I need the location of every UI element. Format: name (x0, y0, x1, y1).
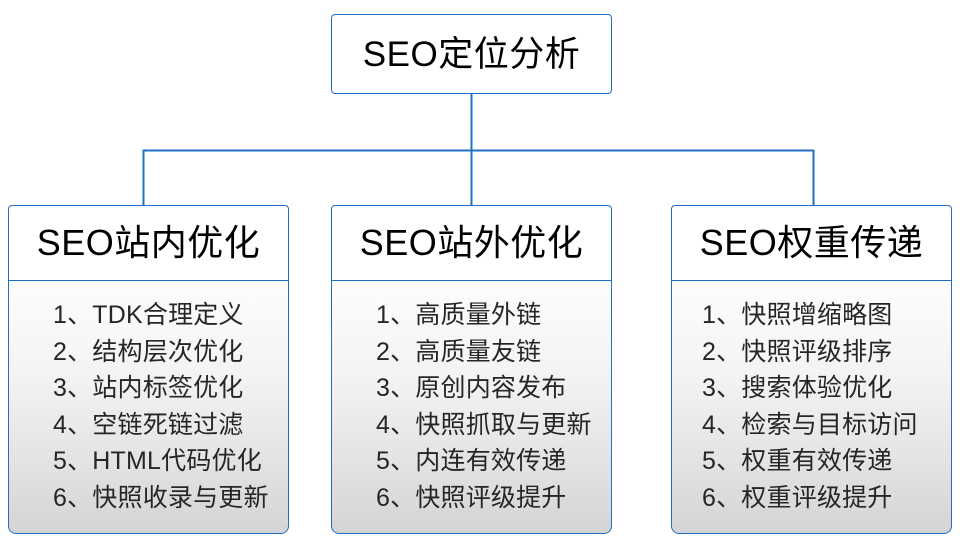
list-item: 3、站内标签优化 (53, 374, 244, 402)
list-item: 3、原创内容发布 (376, 374, 567, 402)
list-item: 4、空链死链过滤 (53, 410, 244, 439)
branch-header-3[interactable]: SEO权重传递 (671, 205, 952, 281)
branch-body-2: 1、高质量外链 2、高质量友链 3、原创内容发布 4、快照抓取与更新 5、内连有… (331, 281, 612, 534)
branch-node-1[interactable]: SEO站内优化 1、TDK合理定义 2、结构层次优化 3、站内标签优化 4、空链… (8, 205, 289, 534)
branch-header-1[interactable]: SEO站内优化 (8, 205, 289, 281)
list-item: 4、检索与目标访问 (702, 410, 918, 439)
branch-header-label-2: SEO站外优化 (359, 222, 584, 263)
list-item: 5、内连有效传递 (376, 447, 567, 475)
branch-node-3[interactable]: SEO权重传递 1、快照增缩略图 2、快照评级排序 3、搜索体验优化 4、检索与… (671, 205, 952, 534)
list-item: 2、快照评级排序 (702, 337, 893, 366)
branch-body-3: 1、快照增缩略图 2、快照评级排序 3、搜索体验优化 4、检索与目标访问 5、权… (671, 281, 952, 534)
list-item: 6、快照收录与更新 (53, 483, 269, 512)
list-item: 2、高质量友链 (376, 337, 542, 366)
list-item: 5、HTML代码优化 (53, 447, 262, 475)
list-item: 2、结构层次优化 (53, 337, 244, 366)
list-item: 6、权重评级提升 (702, 483, 893, 512)
branch-node-2[interactable]: SEO站外优化 1、高质量外链 2、高质量友链 3、原创内容发布 4、快照抓取与… (331, 205, 612, 534)
branch-body-1: 1、TDK合理定义 2、结构层次优化 3、站内标签优化 4、空链死链过滤 5、H… (8, 281, 289, 534)
list-item: 1、高质量外链 (376, 301, 542, 329)
list-item: 3、搜索体验优化 (702, 374, 893, 402)
list-item: 6、快照评级提升 (376, 483, 567, 512)
list-item: 5、权重有效传递 (702, 447, 893, 475)
branch-header-label-3: SEO权重传递 (699, 222, 924, 263)
root-node-label: SEO定位分析 (362, 34, 581, 74)
branch-header-2[interactable]: SEO站外优化 (331, 205, 612, 281)
root-node[interactable]: SEO定位分析 (331, 14, 612, 94)
list-item: 1、TDK合理定义 (53, 301, 244, 329)
branch-header-label-1: SEO站内优化 (36, 222, 261, 263)
list-item: 4、快照抓取与更新 (376, 410, 592, 439)
list-item: 1、快照增缩略图 (702, 301, 893, 329)
